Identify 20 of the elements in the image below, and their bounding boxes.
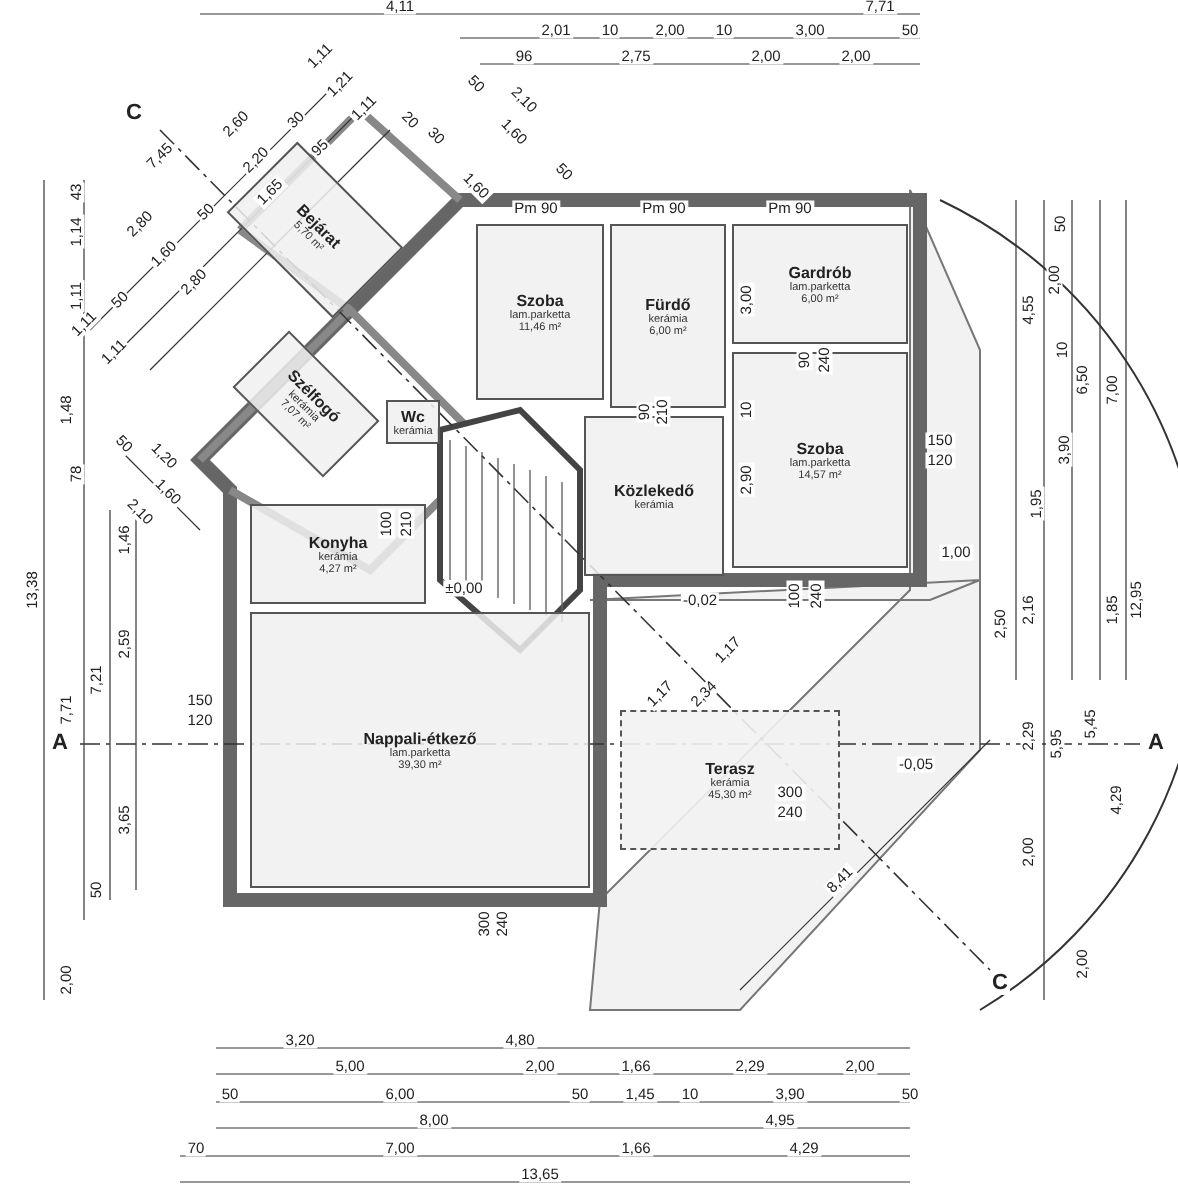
- room-area: [386, 400, 440, 444]
- room-name: Konyha: [308, 533, 368, 551]
- room-name: Fürdő: [645, 295, 691, 313]
- room-name: Közlekedő: [613, 481, 694, 499]
- room-name: Wc: [401, 407, 425, 425]
- room-area: [250, 612, 590, 888]
- room-name: Szoba: [796, 439, 844, 457]
- room-area: [620, 710, 840, 850]
- room-name: Gardrób: [788, 263, 852, 281]
- section-mark: A: [50, 733, 70, 755]
- room-name: Szoba: [516, 291, 564, 309]
- room-name: Nappali-étkező: [363, 729, 477, 747]
- section-mark: C: [990, 973, 1010, 995]
- section-mark: C: [124, 103, 144, 125]
- section-mark: A: [1146, 733, 1166, 755]
- room-area: [250, 504, 426, 604]
- room-name: Terasz: [705, 759, 755, 777]
- room-area: [732, 224, 908, 344]
- room-area: [476, 224, 604, 400]
- room-area: [732, 352, 908, 568]
